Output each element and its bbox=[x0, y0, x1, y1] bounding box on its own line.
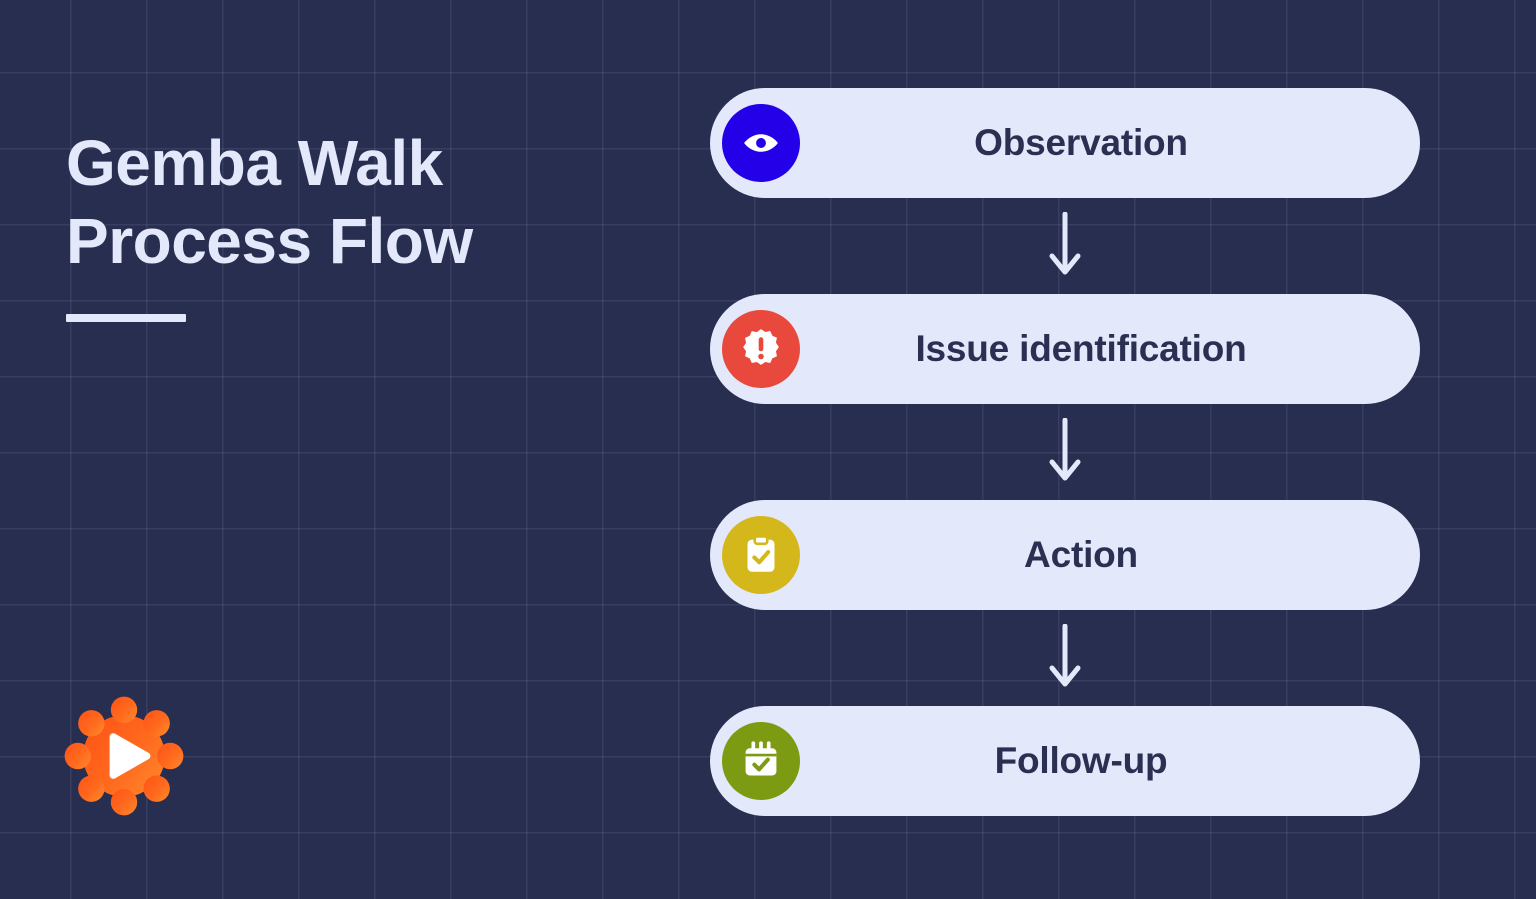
flow-step-follow-up[interactable]: Follow-up bbox=[710, 706, 1420, 816]
clipboard-check-icon bbox=[722, 516, 800, 594]
flow-step-label: Observation bbox=[974, 122, 1188, 163]
title-block: Gemba Walk Process Flow bbox=[66, 124, 626, 323]
eye-icon bbox=[722, 104, 800, 182]
gear-play-icon bbox=[64, 696, 184, 816]
arrow-down-icon bbox=[710, 404, 1420, 500]
flow-step-label: Follow-up bbox=[994, 740, 1168, 781]
page-title: Gemba Walk Process Flow bbox=[66, 127, 473, 278]
arrow-down-icon bbox=[710, 198, 1420, 294]
title-underline-rule bbox=[66, 314, 186, 323]
flow-step-label: Issue identification bbox=[915, 328, 1247, 369]
arrow-down-icon bbox=[710, 610, 1420, 706]
flow-step-observation[interactable]: Observation bbox=[710, 88, 1420, 198]
calendar-check-icon bbox=[722, 722, 800, 800]
flow-step-label: Action bbox=[1024, 534, 1138, 575]
alert-badge-icon bbox=[722, 310, 800, 388]
flow-step-issue-identification[interactable]: Issue identification bbox=[710, 294, 1420, 404]
flow-step-action[interactable]: Action bbox=[710, 500, 1420, 610]
process-flow: Observation Issue identification bbox=[710, 88, 1420, 816]
